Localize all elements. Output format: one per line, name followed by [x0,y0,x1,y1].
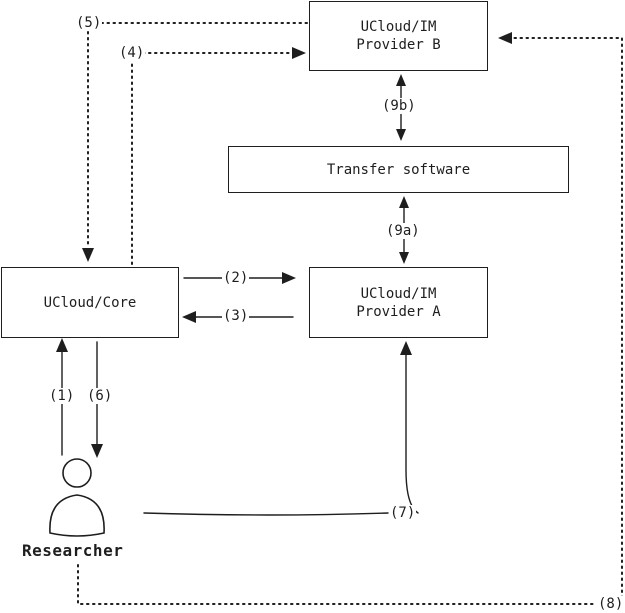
edge-8 [77,32,623,605]
edge-7-label: (7) [389,505,417,521]
researcher-icon [49,458,105,537]
researcher-label: Researcher [22,541,124,560]
edge-9b-label: (9b) [381,98,417,114]
transfer-software-label: Transfer software [326,161,471,178]
transfer-software-node: Transfer software [228,146,569,193]
provider-b-line2: Provider B [356,37,441,53]
edge-9a-label: (9a) [385,223,421,239]
edge-5 [82,22,308,262]
provider-a-node: UCloud/IM Provider A [309,267,488,338]
provider-a-line1: UCloud/IM [360,285,437,302]
provider-a-line2: Provider A [356,303,441,320]
edge-5-label: (5) [75,15,103,31]
provider-b-line1: UCloud/IM [360,19,437,35]
edge-8-label: (8) [597,596,625,612]
edge-4-label: (4) [118,45,146,61]
edge-7 [143,341,419,516]
provider-b-node: UCloud/IM Provider B [309,1,488,71]
edge-3-label: (3) [222,308,250,324]
edge-2-label: (2) [222,270,250,286]
edge-6-label: (6) [86,388,114,404]
ucloud-core-label: UCloud/Core [43,294,137,311]
ucloud-core-node: UCloud/Core [1,267,179,338]
edge-1-label: (1) [48,388,76,404]
